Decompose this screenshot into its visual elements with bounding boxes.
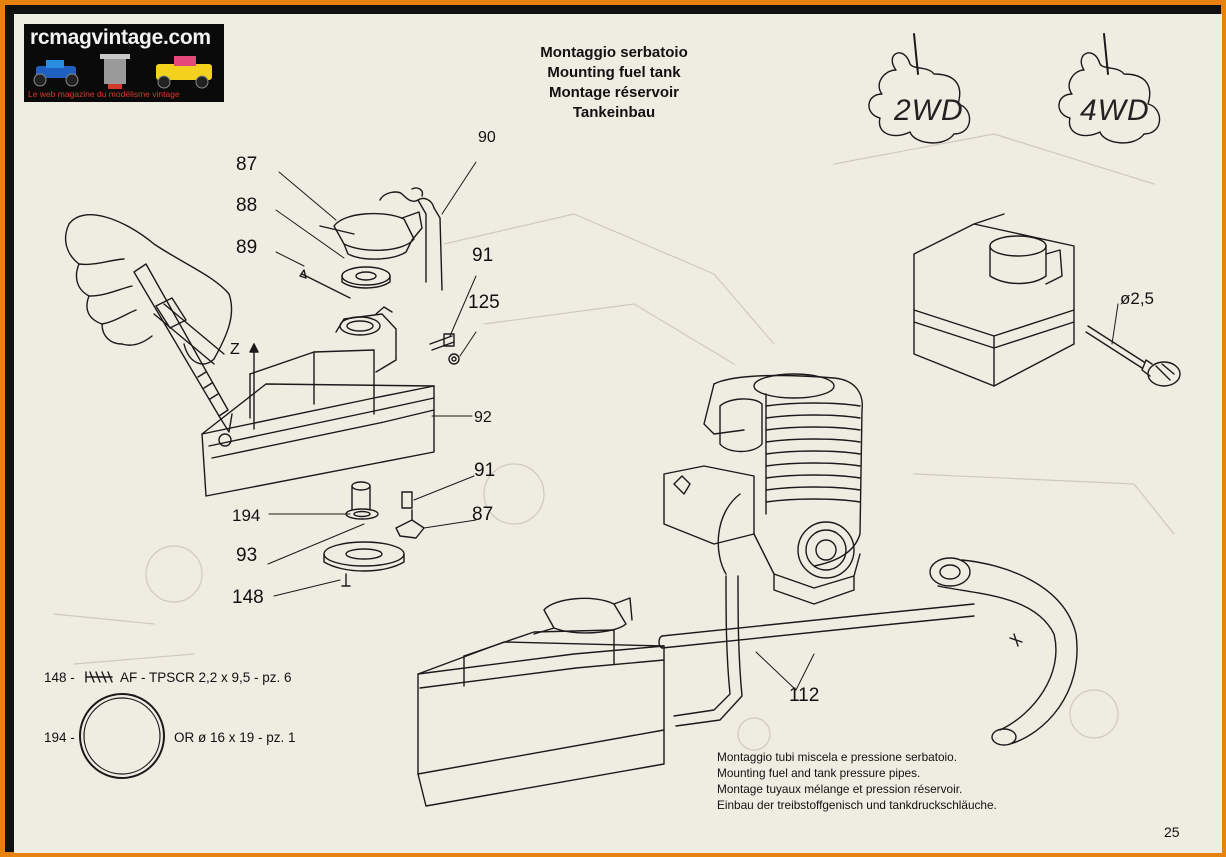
leader-lines <box>267 161 815 691</box>
screw-icon <box>85 671 113 683</box>
fill-tool <box>1085 303 1181 387</box>
logo-car-icons <box>33 54 212 89</box>
page-title-block: Montaggio serbatoio Mounting fuel tank M… <box>484 43 744 123</box>
site-logo[interactable]: rcmagvintage.com <box>24 24 224 102</box>
part-label-88: 88 <box>236 195 258 216</box>
exploded-diagram <box>53 33 1181 807</box>
truck-icon <box>156 56 212 89</box>
manual-page: rcmagvintage.com <box>14 14 1222 853</box>
tank-cap-part-87 <box>319 211 423 260</box>
pin-part-89 <box>299 269 351 299</box>
part-label-91-mid: 91 <box>474 460 496 481</box>
title-italian: Montaggio serbatoio <box>540 44 688 61</box>
page-number: 25 <box>1164 824 1180 840</box>
oring-note-desc: OR ø 16 x 19 - pz. 1 <box>174 730 296 745</box>
drive-badge-2wd <box>868 33 971 144</box>
title-german: Tankeinbau <box>572 104 656 121</box>
exhaust-elbow <box>929 557 1078 746</box>
engine-icon <box>100 54 130 89</box>
part-label-194: 194 <box>232 506 261 525</box>
z-axis-arrow <box>249 343 259 430</box>
wire-clip-part-90 <box>379 187 443 291</box>
craft-knife-icon <box>133 263 233 433</box>
dimension-label-diameter: ø2,5 <box>1120 289 1155 308</box>
oring-note-ref: 194 - <box>44 730 75 745</box>
fuel-tank-assembled <box>417 597 665 807</box>
part-label-112: 112 <box>789 685 820 706</box>
caption-italian: Montaggio tubi miscela e pressione serba… <box>717 750 958 764</box>
fuel-tank-main <box>201 306 435 497</box>
part-label-92: 92 <box>474 409 492 426</box>
logo-title: rcmagvintage.com <box>30 26 211 49</box>
engine-illustration <box>663 373 863 605</box>
axis-label-z: Z <box>230 341 240 358</box>
caption-french: Montage tuyaux mélange et pression réser… <box>717 782 963 796</box>
part-label-87-mid: 87 <box>472 504 494 525</box>
assembly-caption: Montaggio tubi miscela e pressione serba… <box>717 749 997 813</box>
buggy-icon <box>33 60 79 87</box>
title-french: Montage réservoir <box>548 84 680 101</box>
drive-label-4wd: 4WD <box>1080 94 1150 127</box>
ghost-drawing <box>53 133 1175 751</box>
caption-english: Mounting fuel and tank pressure pipes. <box>717 766 921 780</box>
washer-part-125 <box>448 353 460 365</box>
hand-illustration <box>64 214 233 365</box>
fuel-tube-part-112 <box>658 575 975 727</box>
seal-part-88 <box>341 266 391 289</box>
caption-german: Einbau der treibstoffgenisch und tankdru… <box>717 798 997 812</box>
part-label-90: 90 <box>478 129 496 146</box>
part-label-148: 148 <box>232 587 264 608</box>
part-label-87-top: 87 <box>236 154 258 175</box>
part-label-91-top: 91 <box>472 245 494 266</box>
oring-circle-icon <box>79 693 165 779</box>
logo-tagline: Le web magazine du modélisme vintage <box>28 89 180 99</box>
part-label-125: 125 <box>468 292 500 313</box>
screw-note-ref: 148 - <box>44 670 75 685</box>
part-label-93: 93 <box>236 545 258 566</box>
title-english: Mounting fuel tank <box>547 64 681 81</box>
drive-label-2wd: 2WD <box>894 94 964 127</box>
tank-top-right <box>913 213 1075 387</box>
screw-note-desc: AF - TPSCR 2,2 x 9,5 - pz. 6 <box>120 670 292 685</box>
part-label-89: 89 <box>236 237 258 258</box>
drive-badge-4wd <box>1058 33 1161 144</box>
nipple-part-91-top <box>429 333 455 351</box>
lower-fittings <box>323 481 425 587</box>
